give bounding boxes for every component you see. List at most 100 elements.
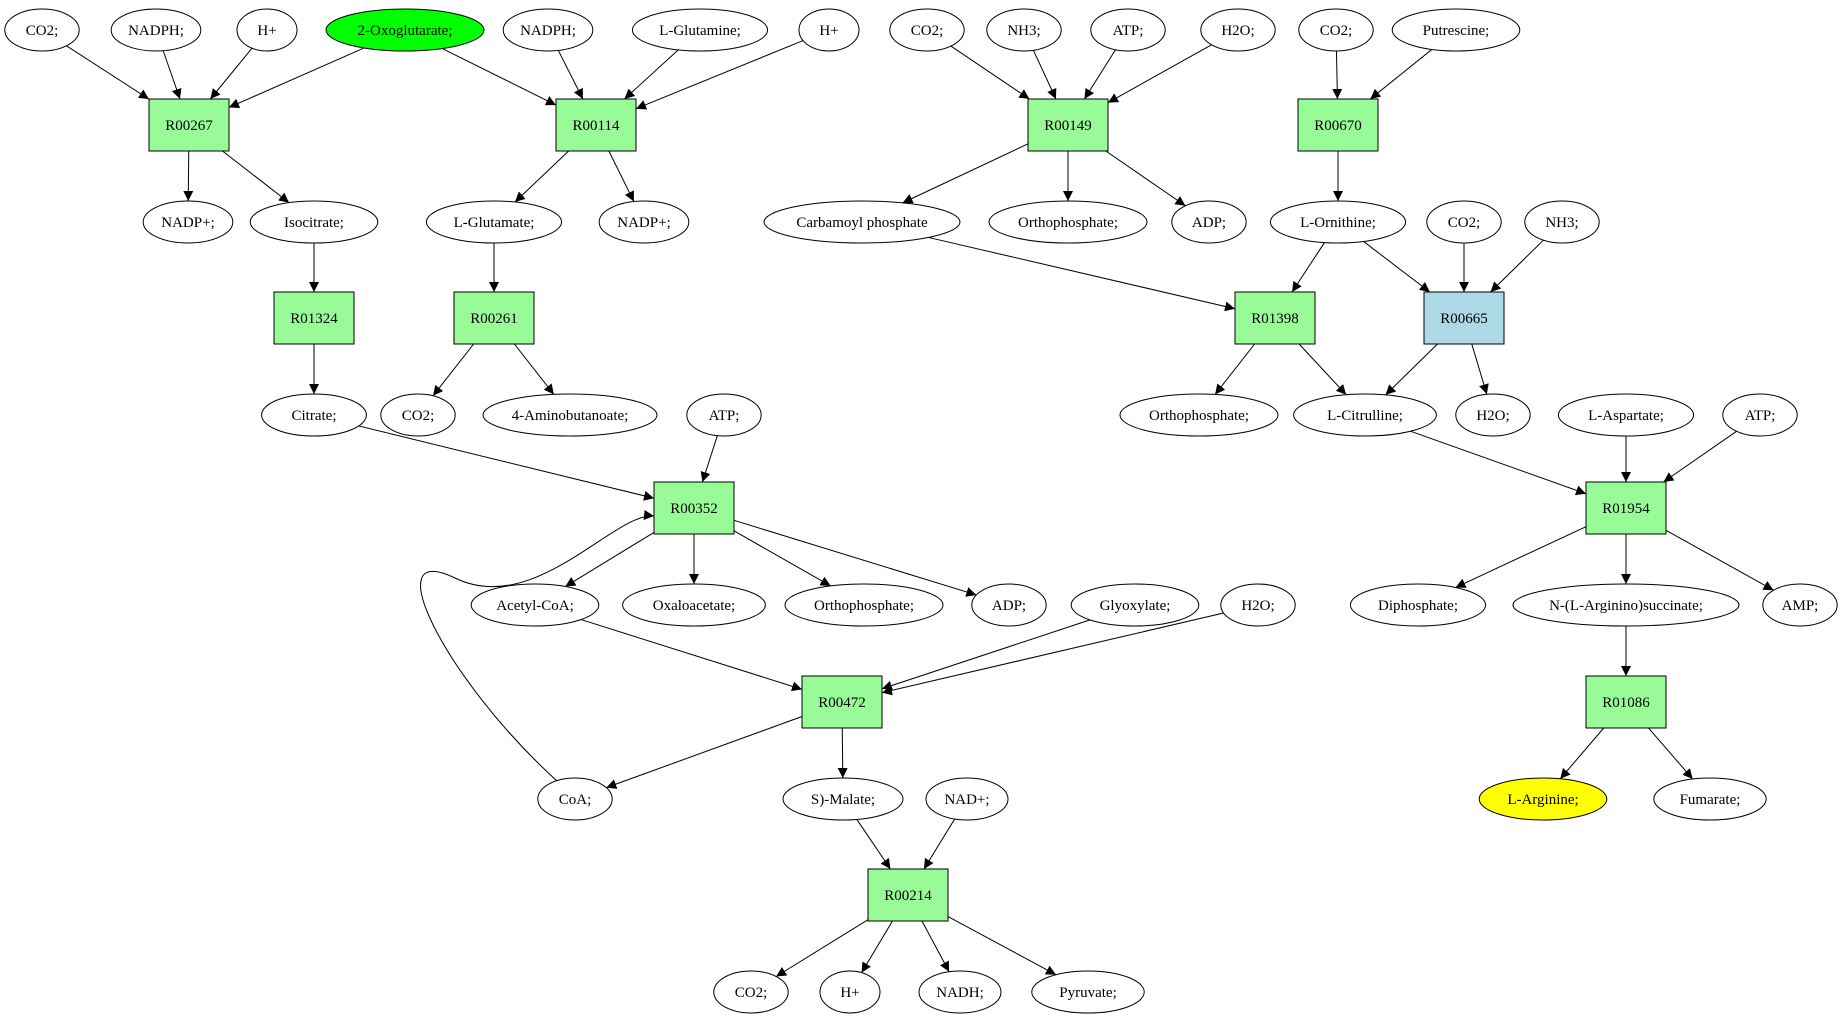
node-label: L-Aspartate; <box>1588 408 1664 424</box>
metabolite-ellipse <box>763 200 961 244</box>
reaction-node: R00149 <box>1027 98 1109 152</box>
metabolite-ellipse <box>482 393 658 437</box>
node-label: CO2; <box>735 985 768 1001</box>
metabolite-node: Fumarate; <box>1653 777 1767 821</box>
reaction-node: R00214 <box>867 868 949 922</box>
edge-arrow <box>1665 529 1774 591</box>
reaction-node: R01324 <box>273 291 355 345</box>
metabolite-ellipse <box>713 970 789 1014</box>
edge-arrow <box>1410 430 1587 496</box>
metabolite-ellipse <box>598 200 690 244</box>
metabolite-ellipse <box>986 8 1062 52</box>
metabolite-ellipse <box>1349 583 1487 627</box>
node-label: R00114 <box>573 118 620 134</box>
metabolite-node: NADP+; <box>598 200 690 244</box>
edge-arrow <box>1490 239 1544 293</box>
node-label: L-Glutamate; <box>454 215 535 231</box>
node-label: Glyoxylate; <box>1100 598 1171 614</box>
node-label: H+ <box>840 985 859 1001</box>
edge-arrow <box>442 48 557 106</box>
node-label: H2O; <box>1476 408 1509 424</box>
metabolite-node: H+ <box>798 8 860 52</box>
metabolite-node: NH3; <box>986 8 1062 52</box>
edge-arrow <box>514 150 570 203</box>
edge-arrow <box>608 150 635 202</box>
node-label: R00214 <box>884 888 932 904</box>
edge-arrow <box>700 435 718 483</box>
metabolite-ellipse <box>1070 583 1200 627</box>
node-label: L-Glutamine; <box>659 23 741 39</box>
node-label: R01086 <box>1602 695 1650 711</box>
metabolite-node: ATP; <box>1722 393 1798 437</box>
node-label: L-Ornithine; <box>1300 215 1376 231</box>
edge-arrow <box>513 343 555 395</box>
metabolite-node: H+ <box>819 970 881 1014</box>
edge-arrow <box>1214 343 1256 395</box>
reaction-node: R00670 <box>1297 98 1379 152</box>
metabolite-node: ADP; <box>971 583 1047 627</box>
edge-arrow <box>1291 242 1325 293</box>
node-label: R01954 <box>1602 501 1650 517</box>
edge-arrow <box>420 510 655 782</box>
node-label: CO2; <box>402 408 435 424</box>
metabolite-node: Oxaloacetate; <box>622 583 766 627</box>
node-label: ADP; <box>1192 215 1226 231</box>
metabolite-ellipse <box>925 777 1009 821</box>
edge-arrow <box>1663 430 1737 483</box>
node-label: NH3; <box>1007 23 1040 39</box>
metabolite-node: CO2; <box>713 970 789 1014</box>
metabolite-ellipse <box>142 200 234 244</box>
node-label: 4-Aminobutanoate; <box>512 408 629 424</box>
metabolite-ellipse <box>425 200 563 244</box>
metabolite-ellipse <box>1200 8 1276 52</box>
metabolite-node: L-Glutamine; <box>631 8 769 52</box>
reaction-box <box>555 98 637 152</box>
node-label: NADH; <box>936 985 984 1001</box>
metabolite-ellipse <box>1722 393 1798 437</box>
metabolite-node: Citrate; <box>261 393 367 437</box>
edge-arrow <box>228 47 365 108</box>
edge-arrow <box>950 45 1030 100</box>
reaction-node: R00261 <box>453 291 535 345</box>
metabolite-ellipse <box>798 8 860 52</box>
metabolite-ellipse <box>4 8 80 52</box>
metabolite-ellipse <box>1298 8 1374 52</box>
metabolite-node: H+ <box>236 8 298 52</box>
node-label: R00670 <box>1314 118 1362 134</box>
metabolite-ellipse <box>502 8 594 52</box>
edge-arrow <box>1332 50 1343 100</box>
node-label: CO2; <box>1320 23 1353 39</box>
start-metabolite-node: 2-Oxoglutarate; <box>325 8 485 52</box>
metabolite-ellipse <box>622 583 766 627</box>
metabolite-node: Orthophosphate; <box>988 200 1148 244</box>
metabolite-node: L-Aspartate; <box>1557 393 1695 437</box>
edge-arrow <box>209 47 253 100</box>
reaction-node: R01398 <box>1234 291 1316 345</box>
reaction-box <box>148 98 230 152</box>
edge-arrow <box>881 619 1091 691</box>
metabolite-ellipse <box>1269 200 1407 244</box>
metabolite-node: Orthophosphate; <box>1119 393 1279 437</box>
node-label: R00352 <box>670 501 718 517</box>
metabolite-ellipse <box>819 970 881 1014</box>
metabolite-node: CO2; <box>4 8 80 52</box>
reaction-node: R00267 <box>148 98 230 152</box>
metabolite-ellipse <box>1478 777 1608 821</box>
node-label: CoA; <box>559 792 592 808</box>
metabolite-ellipse <box>249 200 379 244</box>
node-label: NH3; <box>1545 215 1578 231</box>
node-label: S)-Malate; <box>811 792 875 808</box>
metabolite-ellipse <box>1391 8 1521 52</box>
node-label: R01398 <box>1251 311 1299 327</box>
node-label: CO2; <box>26 23 59 39</box>
reaction-node: R01954 <box>1585 481 1667 535</box>
metabolite-node: Glyoxylate; <box>1070 583 1200 627</box>
edge-arrow <box>1385 343 1438 396</box>
edge-arrow <box>1559 727 1605 780</box>
metabolite-ellipse <box>971 583 1047 627</box>
node-label: CO2; <box>1448 215 1481 231</box>
reaction-box <box>1585 481 1667 535</box>
node-label: Oxaloacetate; <box>653 598 735 614</box>
node-label: Putrescine; <box>1423 23 1490 39</box>
